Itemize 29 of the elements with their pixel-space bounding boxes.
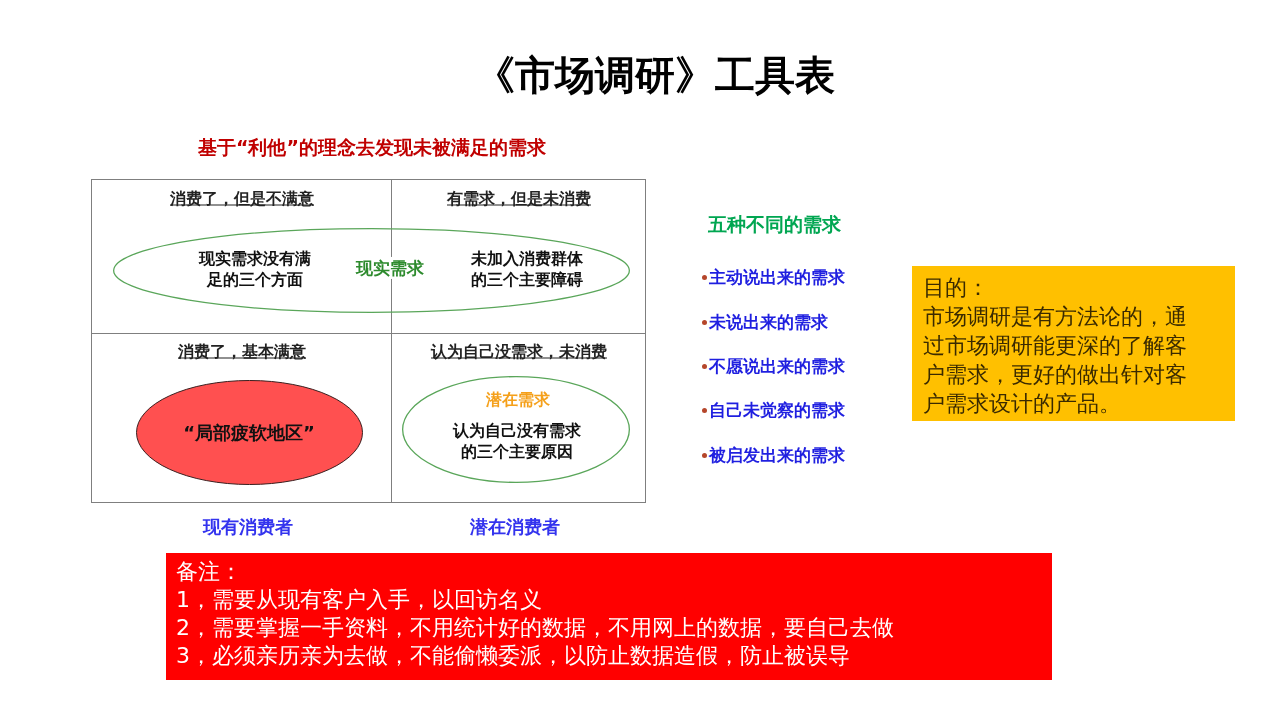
remark-line: 2，需要掌握一手资料，不用统计好的数据，不用网上的数据，要自己去做 <box>176 614 894 642</box>
subheading: 基于“利他”的理念去发现未被满足的需求 <box>198 135 546 159</box>
list-item: 未说出来的需求 <box>709 311 828 333</box>
ellipse-text: 现实需求没有满足的三个方面 <box>197 249 312 291</box>
list-item: 主动说出来的需求 <box>709 266 845 288</box>
ellipse-label: 潜在需求 <box>486 389 550 411</box>
list-item: 自己未觉察的需求 <box>709 399 845 421</box>
cell-heading: 认为自己没需求，未消费 <box>431 341 607 363</box>
title: 《市场调研》工具表 <box>475 51 835 99</box>
ellipse-text: “局部疲软地区” <box>183 421 315 445</box>
list-heading: 五种不同的需求 <box>708 212 841 236</box>
note-box <box>912 266 1235 421</box>
remark-line: 3，必须亲历亲为去做，不能偷懒委派，以防止数据造假，防止被误导 <box>176 642 850 670</box>
remark-box <box>166 553 1052 680</box>
list-item: 被启发出来的需求 <box>709 444 845 466</box>
note-text: 市场调研是有方法论的，通过市场调研能更深的了解客户需求，更好的做出针对客户需求设计的产品。 <box>923 303 1188 418</box>
note-heading: 目的： <box>923 274 989 302</box>
cell-heading: 有需求，但是未消费 <box>447 188 591 210</box>
list-item: 不愿说出来的需求 <box>709 355 845 377</box>
cell-heading: 消费了，但是不满意 <box>170 188 314 210</box>
column-label: 现有消费者 <box>203 516 293 538</box>
remark-line: 1，需要从现有客户入手，以回访名义 <box>176 586 542 614</box>
remark-heading: 备注： <box>176 558 242 586</box>
cell-heading: 消费了，基本满意 <box>178 341 306 363</box>
ellipse-label: 现实需求 <box>354 256 426 280</box>
ellipse-text: 认为自己没有需求的三个主要原因 <box>451 421 582 463</box>
ellipse-text: 未加入消费群体的三个主要障碍 <box>470 249 584 291</box>
quadrant-grid <box>91 179 646 503</box>
column-label: 潜在消费者 <box>470 516 560 538</box>
